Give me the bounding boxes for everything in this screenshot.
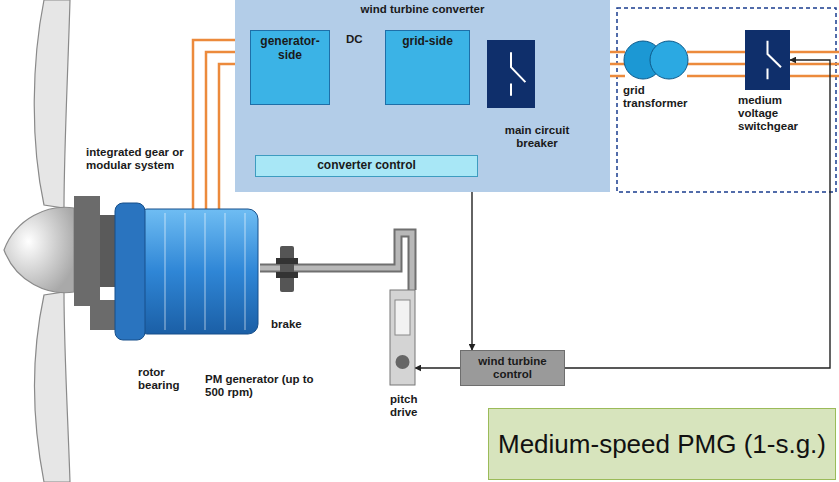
switchgear-box: medium voltage switchgear <box>745 30 790 90</box>
power-line <box>687 52 745 76</box>
switch-outline <box>487 40 535 108</box>
brake-disc <box>280 246 294 292</box>
rotor-blade <box>34 0 70 208</box>
component-label: main circuit breaker <box>500 124 574 150</box>
control-signal <box>471 177 472 350</box>
brake-caliper <box>276 258 298 264</box>
transformer-symbol: grid transformer <box>623 40 689 80</box>
converter-block: generator-side <box>250 30 330 105</box>
switch-symbol <box>511 52 525 96</box>
pitch-outline <box>390 290 415 385</box>
component-label: generator-side <box>256 35 324 63</box>
control-bar: converter control <box>255 155 478 177</box>
caption-text: Medium-speed PMG (1-s.g.) <box>498 429 826 460</box>
part-label: integrated gear or modular system <box>86 146 186 172</box>
switch-housing <box>487 40 535 108</box>
control-box: wind turbine control <box>460 350 565 386</box>
switch-outline <box>745 30 790 90</box>
pitch-housing <box>390 290 415 385</box>
cooling-rib <box>224 213 226 330</box>
rotor-blade <box>34 292 70 482</box>
component-label: converter control <box>317 159 416 173</box>
generator-housing <box>137 209 258 334</box>
generator-flange <box>115 203 145 340</box>
xfmr-outline <box>623 40 689 80</box>
grid-lines <box>790 52 839 76</box>
spinner <box>4 207 74 292</box>
component-label: grid transformer <box>623 84 695 110</box>
dc-link-label: DC <box>346 33 376 46</box>
component-label: wind turbine control <box>465 355 560 381</box>
winding-circle <box>650 41 688 79</box>
pitch-drive-box: pitch drive <box>390 290 415 385</box>
cooling-rib <box>184 213 186 330</box>
switch-symbol <box>768 41 782 79</box>
grid-enclosure <box>617 8 836 192</box>
rotor-bearing <box>74 196 100 306</box>
component-label: pitch drive <box>390 393 435 419</box>
cooling-rib <box>164 213 166 330</box>
component-label: medium voltage switchgear <box>738 94 824 134</box>
switch-housing <box>745 30 790 90</box>
component-label: PM generator (up to 500 rpm) <box>205 373 335 399</box>
cooling-rib <box>204 213 206 330</box>
control-signal <box>415 367 460 368</box>
cooling-rib <box>244 213 246 330</box>
breaker-box: main circuit breaker <box>487 40 535 108</box>
converter-panel: wind turbine converter generator-side grid… <box>235 0 610 192</box>
part-label: brake <box>271 318 321 331</box>
generator-body: PM generator (up to 500 rpm) <box>115 203 260 340</box>
pitch-cylinder <box>395 300 410 335</box>
caption-box: Medium-speed PMG (1-s.g.) <box>488 408 836 480</box>
gen-outline <box>115 203 260 340</box>
pitch-motor <box>396 355 410 369</box>
gear-stage <box>100 215 116 287</box>
component-label: grid-side <box>391 35 464 49</box>
converter-block: grid-side <box>385 30 470 105</box>
panel-title: wind turbine converter <box>235 3 610 16</box>
brake-caliper <box>276 272 298 278</box>
part-label: rotor bearing <box>138 366 198 392</box>
